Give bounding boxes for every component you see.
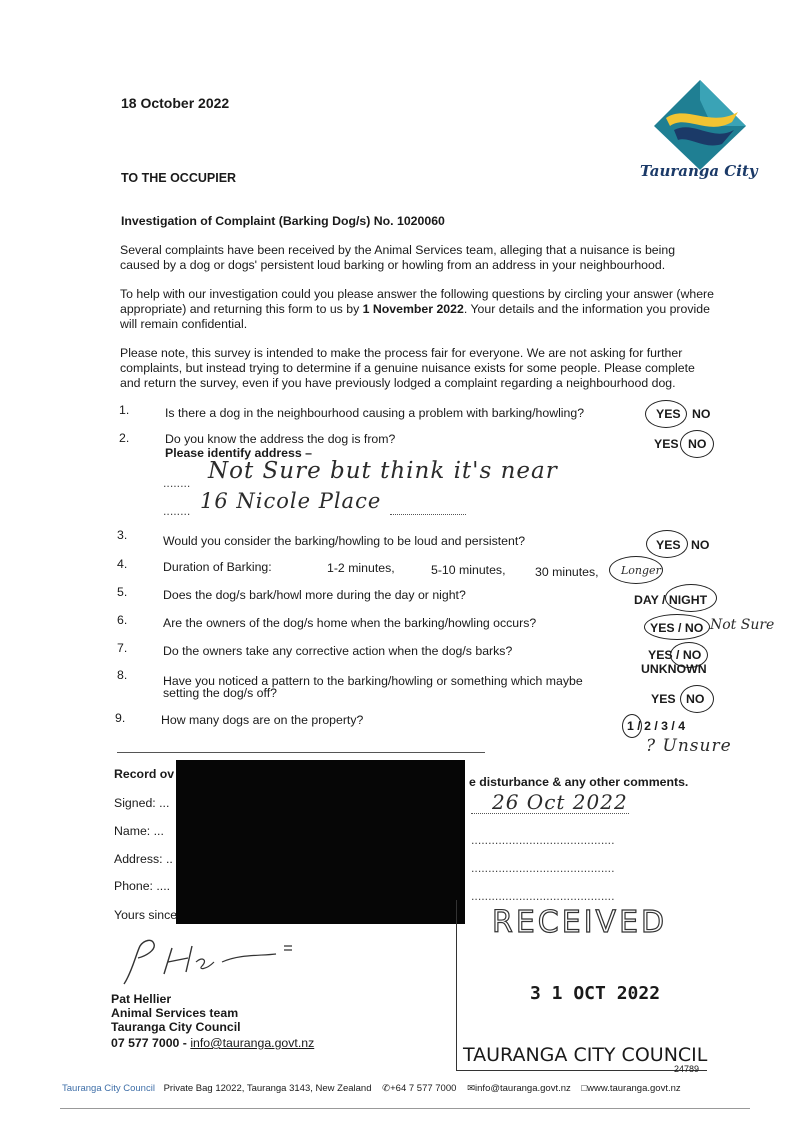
yours-sincerely: Yours since xyxy=(114,908,178,922)
q8-yes: YES xyxy=(651,692,676,706)
name-label: Name: ... xyxy=(114,824,164,838)
signatory-council: Tauranga City Council xyxy=(111,1020,241,1034)
subject-line: Investigation of Complaint (Barking Dog/… xyxy=(121,214,445,228)
q6-text: Are the owners of the dog/s home when th… xyxy=(163,616,537,630)
footer-phone: +64 7 577 7000 xyxy=(390,1083,457,1094)
record-heading-right: e disturbance & any other comments. xyxy=(469,775,689,789)
q2-subtext: Please identify address – xyxy=(165,446,312,460)
footer-address: Private Bag 12022, Tauranga 3143, New Ze… xyxy=(163,1083,372,1094)
stamp-date: 3 1 OCT 2022 xyxy=(530,983,661,1004)
para1-line2: caused by a dog or dogs' persistent loud… xyxy=(120,258,666,272)
web-icon: □ xyxy=(581,1083,588,1094)
para2-line2: appropriate) and returning this form to … xyxy=(120,302,710,316)
signatory-email-link[interactable]: info@tauranga.govt.nz xyxy=(190,1036,315,1050)
q8-text-line2: setting the dog/s off? xyxy=(163,686,277,700)
recipient: TO THE OCCUPIER xyxy=(121,171,237,185)
q2-text: Do you know the address the dog is from? xyxy=(165,432,396,446)
q4-text: Duration of Barking: xyxy=(163,560,272,574)
q6-note: Not Sure xyxy=(710,617,775,633)
footer-web[interactable]: www.tauranga.govt.nz xyxy=(587,1083,681,1094)
para3-line2: complaints, but instead trying to determ… xyxy=(120,361,695,375)
q8-circle-mark xyxy=(680,685,714,713)
q2-answer-line2: 16 Nicole Place xyxy=(200,489,382,513)
email-icon: ✉ xyxy=(467,1083,476,1094)
para2-line1: To help with our investigation could you… xyxy=(120,287,714,301)
stamp-received: RECEIVED xyxy=(491,904,668,940)
footer-org: Tauranga City Council xyxy=(62,1083,155,1094)
q2-number: 2. xyxy=(119,431,130,445)
stamp-ref: 24789 xyxy=(674,1064,700,1074)
handwritten-signature xyxy=(123,939,292,985)
signatory-name: Pat Hellier xyxy=(111,992,172,1006)
q4-option-1: 1-2 minutes, xyxy=(327,561,395,575)
logo-wordmark: Tauranga City xyxy=(640,162,758,180)
tauranga-logo xyxy=(652,78,748,170)
q4-option-2: 5-10 minutes, xyxy=(431,563,506,577)
phone-dotline: ........................................… xyxy=(471,889,615,903)
q3-circle-mark xyxy=(646,530,688,558)
q2-dots-1: ........ xyxy=(163,476,191,490)
received-stamp xyxy=(456,900,707,1071)
date-underline xyxy=(471,813,629,814)
q3-number: 3. xyxy=(117,528,128,542)
q2-answer-underline xyxy=(390,514,466,515)
q6-circle-mark xyxy=(644,614,710,640)
q1-no: NO xyxy=(692,407,711,421)
q9-note: ? Unsure xyxy=(646,736,732,756)
q1-number: 1. xyxy=(119,403,130,417)
phone-label: Phone: .... xyxy=(114,879,171,893)
form-divider xyxy=(117,752,485,753)
q5-number: 5. xyxy=(117,585,128,599)
q4-option-3: 30 minutes, xyxy=(535,565,599,579)
q4-number: 4. xyxy=(117,557,128,571)
q2-circle-mark xyxy=(680,430,714,458)
letter-date: 18 October 2022 xyxy=(121,95,230,111)
name-dotline: ........................................… xyxy=(471,833,615,847)
q2-yes: YES xyxy=(654,437,679,451)
q9-text: How many dogs are on the property? xyxy=(161,713,364,727)
q3-text: Would you consider the barking/howling t… xyxy=(163,534,526,548)
footer-email[interactable]: info@tauranga.govt.nz xyxy=(475,1083,571,1094)
q9-circle-mark xyxy=(622,714,642,738)
q9-number: 9. xyxy=(115,711,126,725)
phone-icon: ✆ xyxy=(382,1083,391,1094)
footer-rule xyxy=(60,1108,750,1109)
para3-line1: Please note, this survey is intended to … xyxy=(120,346,683,360)
q3-no: NO xyxy=(691,538,710,552)
para2-line3: will remain confidential. xyxy=(120,317,248,331)
q1-text: Is there a dog in the neighbourhood caus… xyxy=(165,406,585,420)
q7-number: 7. xyxy=(117,641,128,655)
stamp-council: TAURANGA CITY COUNCIL xyxy=(463,1044,708,1066)
signatory-contact: 07 577 7000 - info@tauranga.govt.nz xyxy=(111,1036,315,1050)
para1-line1: Several complaints have been received by… xyxy=(120,243,676,257)
signatory-team: Animal Services team xyxy=(111,1006,239,1020)
address-label: Address: .. xyxy=(114,852,173,866)
q7-unknown: UNKNOWN xyxy=(641,662,707,676)
q4-circle-mark xyxy=(609,556,663,584)
signed-label: Signed: ... xyxy=(114,796,170,810)
para3-line3: and return the survey, even if you have … xyxy=(120,376,676,390)
q2-answer-line1: Not Sure but think it's near xyxy=(208,458,558,484)
q7-circle-mark xyxy=(670,642,708,668)
q5-circle-mark xyxy=(665,584,717,612)
q7-text: Do the owners take any corrective action… xyxy=(163,644,513,658)
footer-bar: Tauranga City Council Private Bag 12022,… xyxy=(62,1083,681,1094)
q2-dots-2: ........ xyxy=(163,504,191,518)
q5-text: Does the dog/s bark/howl more during the… xyxy=(163,588,466,602)
q8-text-line1: Have you noticed a pattern to the barkin… xyxy=(163,674,583,688)
date-written: 26 Oct 2022 xyxy=(492,790,628,814)
deadline-date: 1 November 2022 xyxy=(362,302,464,316)
q6-number: 6. xyxy=(117,613,128,627)
q1-circle-mark xyxy=(645,400,687,428)
redaction-block xyxy=(176,760,465,924)
q8-number: 8. xyxy=(117,668,128,682)
address-dotline: ........................................… xyxy=(471,861,615,875)
record-heading-left: Record ov xyxy=(114,767,175,781)
